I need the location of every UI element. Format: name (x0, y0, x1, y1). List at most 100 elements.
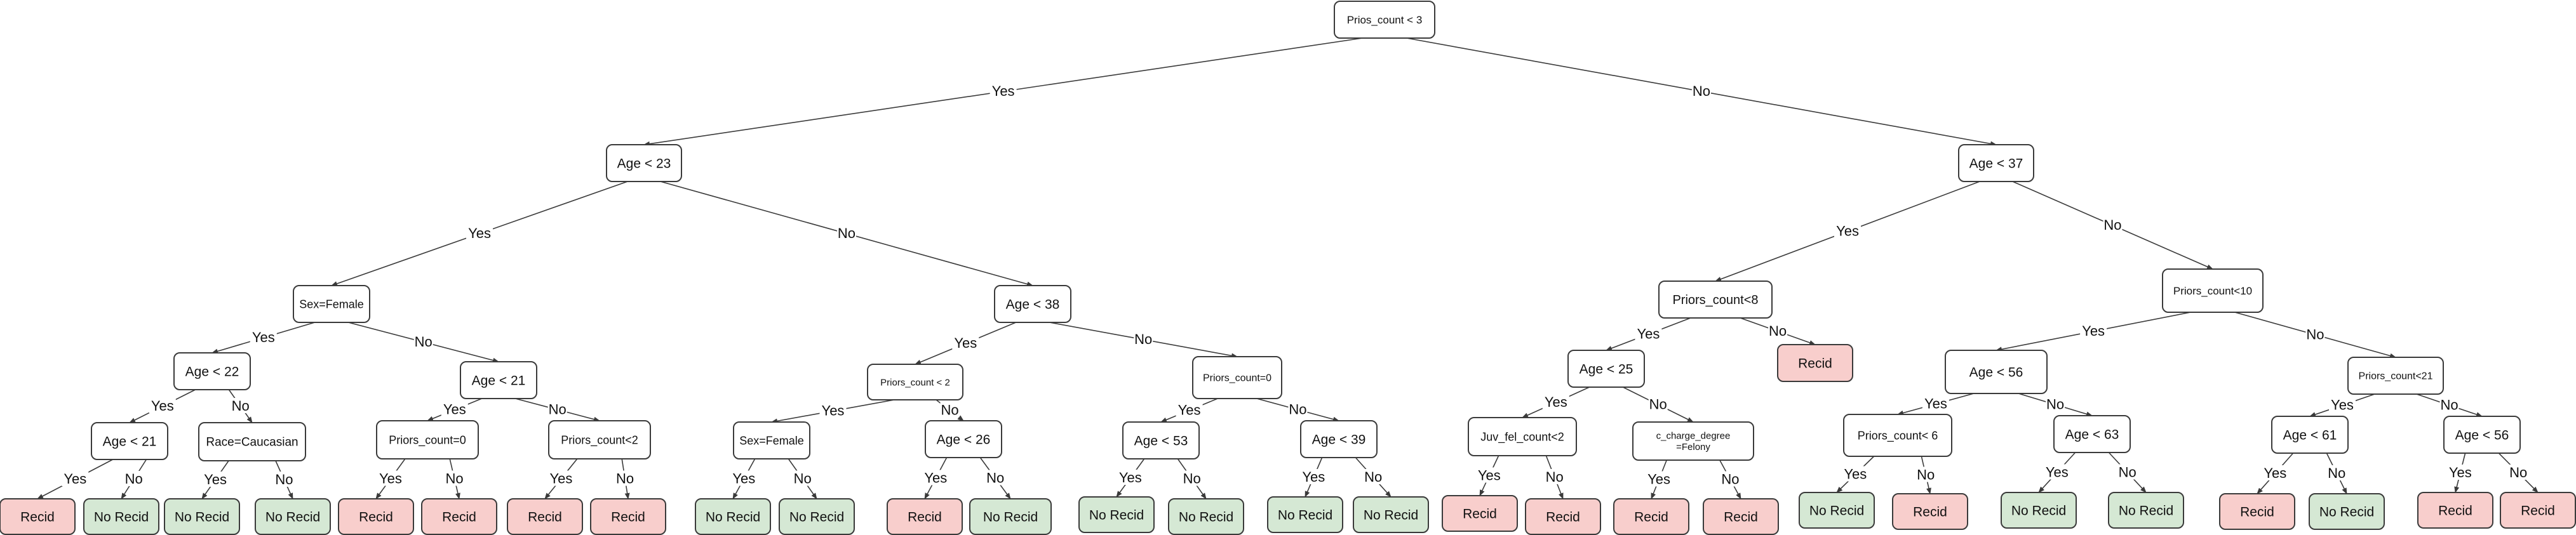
node-label: Recid (20, 510, 55, 524)
edge-label-background (986, 470, 1005, 485)
tree-edge: Yes (1646, 459, 1673, 499)
edge-label-no: No (232, 398, 250, 414)
node-box (0, 498, 76, 535)
edge-label-yes: Yes (954, 335, 977, 351)
tree-edge: Yes (544, 458, 578, 499)
tree-edge: Yes (643, 37, 1363, 147)
tree-edge: Yes (331, 181, 628, 286)
decision-node: Age < 63 (2053, 415, 2131, 453)
node-label: Recid (442, 510, 476, 524)
edge-label-yes: Yes (1844, 466, 1867, 482)
tree-edge: Yes (201, 460, 229, 499)
leaf-node-no-recid: No Recid (1078, 496, 1155, 533)
node-label: Prios_count < 3 (1347, 14, 1423, 26)
decision-node: Race=Caucasian (198, 422, 306, 461)
tree-edge: Yes (1116, 458, 1145, 498)
node-box (2500, 492, 2576, 529)
leaf-node-recid: Recid (1703, 498, 1779, 535)
node-box (1613, 498, 1689, 535)
edge-label-background (1117, 470, 1144, 485)
node-box (2347, 357, 2444, 395)
node-label: Age < 26 (937, 432, 991, 447)
edge-label-background (952, 335, 979, 350)
node-box (1168, 498, 1244, 535)
decision-node: Age < 39 (1300, 420, 1378, 458)
edge-label-yes: Yes (151, 398, 174, 414)
leaf-node-no-recid: No Recid (164, 498, 240, 535)
tree-edge: No (788, 458, 817, 499)
edge-label-background (1834, 223, 1862, 239)
edge-label-background (1542, 394, 1569, 409)
tree-edge: Yes (1897, 393, 1975, 416)
node-label: Race=Caucasian (206, 436, 298, 449)
edge-label-background (2080, 323, 2107, 338)
node-label: Age < 61 (2283, 428, 2337, 442)
edge-label-no: No (838, 225, 855, 241)
node-label: Age < 21 (472, 373, 526, 388)
tree-edge: Yes (1300, 457, 1327, 498)
edge-label-no: No (2328, 465, 2345, 481)
edge-label-no: No (1649, 396, 1667, 412)
node-label: Recid (2438, 503, 2472, 518)
edge-label-no: No (616, 470, 634, 486)
leaf-node-no-recid: No Recid (1799, 492, 1875, 529)
edge-label-no: No (1134, 331, 1152, 347)
tree-edge: No (2108, 452, 2147, 493)
node-label: No Recid (2119, 503, 2173, 518)
edge-label-no: No (1721, 471, 1739, 487)
node-box (606, 144, 682, 182)
node-label: No Recid (175, 510, 229, 524)
edge-label-background (2117, 464, 2137, 480)
node-box (994, 285, 1071, 323)
edge-label-background (1768, 323, 1788, 338)
leaf-node-no-recid: No Recid (83, 498, 159, 535)
node-label: Recid (1463, 506, 1497, 521)
decision-node: Priors_count < 2 (867, 364, 963, 400)
edge-label-background (1922, 395, 1949, 411)
edge-label-yes: Yes (379, 470, 402, 486)
decision-node: c_charge_degree=Felony (1632, 421, 1754, 461)
node-label: Priors_count< 6 (1858, 429, 1938, 442)
leaf-node-no-recid: No Recid (2309, 493, 2385, 530)
node-label: Recid (2521, 503, 2555, 518)
node-box (1567, 350, 1645, 388)
edge-label-yes: Yes (732, 470, 755, 486)
decision-node: Age < 21 (91, 422, 168, 460)
node-box (164, 498, 240, 535)
node-box (548, 420, 651, 459)
node-box (733, 421, 810, 459)
leaf-node-no-recid: No Recid (1353, 496, 1429, 533)
edge-label-no: No (794, 470, 812, 486)
node-box (2001, 492, 2077, 529)
leaf-node-no-recid: No Recid (2001, 492, 2077, 529)
edge-label-background (445, 470, 464, 486)
edge-label-background (730, 470, 758, 486)
tree-edge: No (1406, 37, 1997, 147)
tree-edge: No (2416, 393, 2483, 417)
tree-edge: Yes (2257, 452, 2294, 494)
edge-label-yes: Yes (2046, 464, 2069, 480)
decision-node: Age < 23 (606, 144, 682, 182)
edge-label-no: No (2440, 397, 2458, 413)
node-box (1353, 496, 1429, 533)
edge-label-background (836, 225, 856, 241)
node-box (695, 498, 771, 535)
node-box (1078, 496, 1155, 533)
node-label: Age < 21 (103, 434, 157, 449)
edge-label-background (2329, 397, 2356, 413)
decision-node: Sex=Female (293, 285, 370, 323)
edge-label-background (615, 470, 635, 486)
node-label: No Recid (1364, 508, 1418, 522)
leaf-node-recid: Recid (590, 498, 666, 535)
leaf-node-recid: Recid (338, 498, 414, 535)
edge-label-no: No (1364, 469, 1382, 485)
decision-node: Age < 25 (1567, 350, 1645, 388)
node-label: Recid (1724, 510, 1758, 524)
node-label: Age < 25 (1580, 362, 1633, 376)
leaf-node-recid: Recid (1613, 498, 1689, 535)
edge-label-background (793, 470, 812, 486)
edge-label-background (124, 471, 144, 486)
node-label: Age < 56 (1969, 365, 2023, 380)
edge-label-yes: Yes (1119, 470, 1142, 485)
edge-label-no: No (415, 334, 433, 350)
